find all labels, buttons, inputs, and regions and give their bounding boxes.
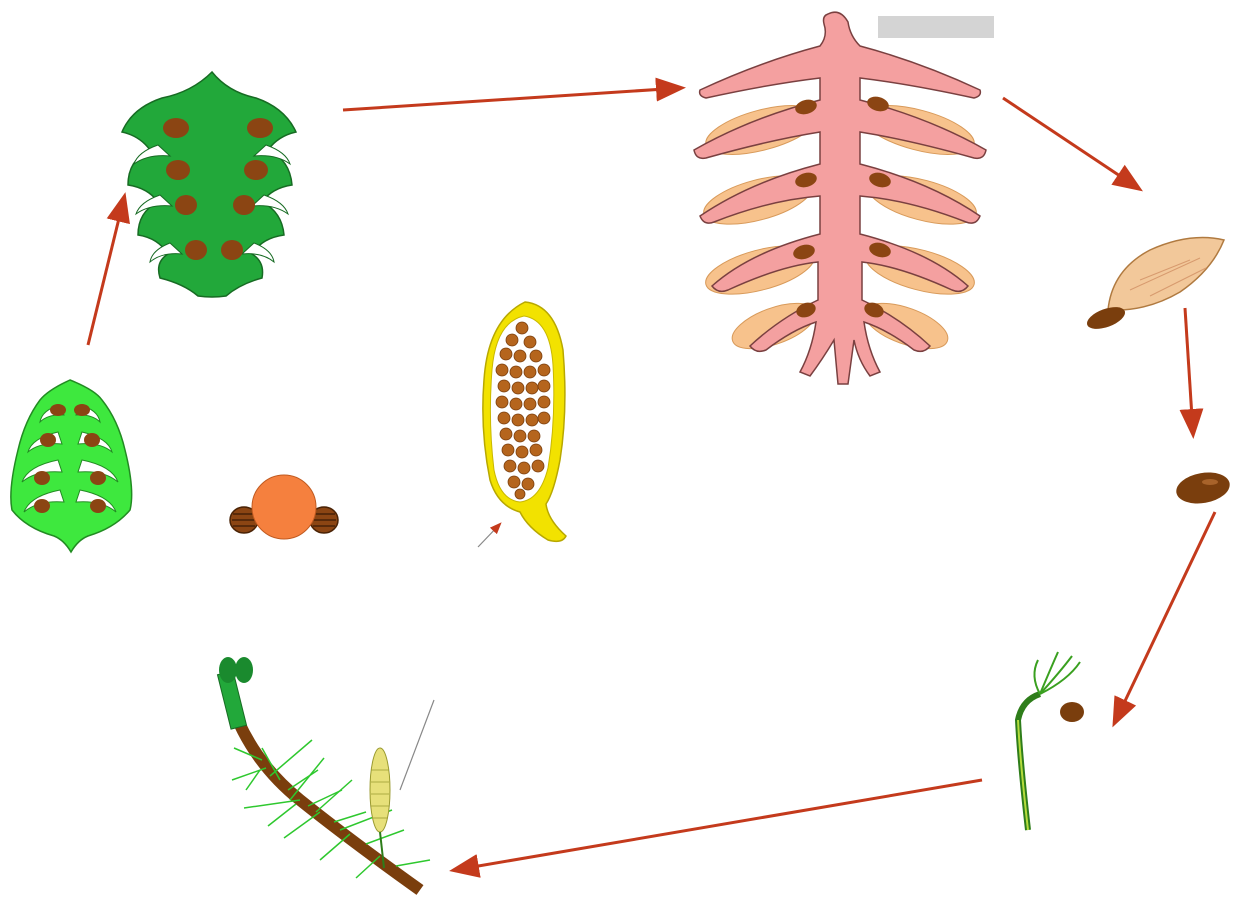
pollen-grain [230, 475, 338, 539]
seedling [1018, 652, 1084, 830]
watermark [878, 16, 994, 38]
cone-scale-with-seed [1084, 238, 1224, 334]
pine-branch [217, 657, 430, 890]
mature-female-cone [694, 12, 986, 384]
arrow-scale-to-seed [1185, 308, 1193, 433]
arrow-seedling-to-branch [455, 780, 982, 870]
fertilised-cone [122, 72, 296, 297]
pollen-sac-pointer [400, 700, 434, 790]
young-female-cone [11, 380, 132, 552]
arrow-mature-to-scale [1003, 98, 1138, 188]
arrow-young-to-fertilised [88, 198, 124, 345]
arrow-seed-to-seedling [1115, 512, 1215, 722]
pollen-sac [483, 302, 566, 541]
seed [1174, 469, 1232, 508]
arrow-ovule-pointer [478, 524, 500, 547]
arrow-fertilised-to-mature [343, 88, 680, 110]
